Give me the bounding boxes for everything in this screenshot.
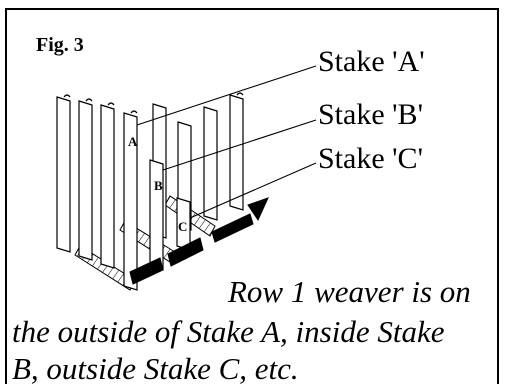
stake-b-leader <box>162 119 317 171</box>
callout-stake-a: Stake 'A' <box>318 45 425 78</box>
stake-letter-a: A <box>128 134 138 149</box>
direction-arrowhead <box>247 197 269 222</box>
caption-line-3: B, outside Stake C, etc. <box>12 351 299 386</box>
stake-a-shape <box>123 112 138 291</box>
callout-stake-c: Stake 'C' <box>318 142 423 175</box>
caption-line-2: the outside of Stake A, inside Stake <box>12 314 445 349</box>
weaver-row-1 <box>129 197 269 285</box>
stake-b-shape <box>149 159 164 271</box>
callout-lines <box>136 65 317 219</box>
stake-letter-b: B <box>154 178 163 193</box>
stake-letter-c: C <box>178 219 187 234</box>
callout-stake-b: Stake 'B' <box>318 98 423 131</box>
caption-line-1: Row 1 weaver is on <box>228 274 471 309</box>
stake-c-leader <box>189 162 317 219</box>
stake-a-leader <box>136 65 317 126</box>
figure-label: Fig. 3 <box>36 34 84 56</box>
